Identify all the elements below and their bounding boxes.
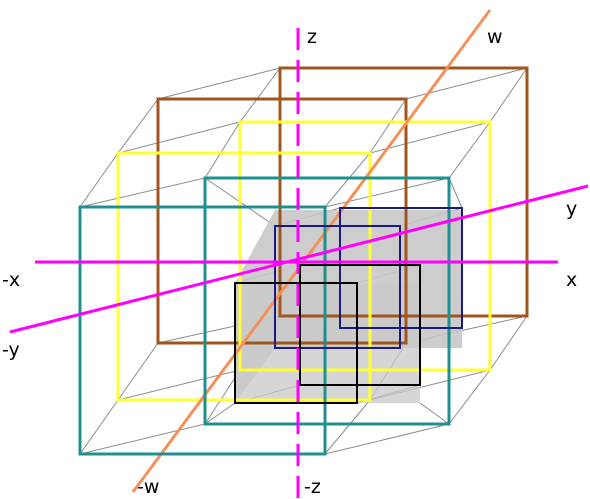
brown-cube-back-face: [278, 66, 529, 318]
yellow-cube-front-face: [116, 151, 372, 402]
connecting-edge: [79, 423, 206, 455]
connecting-edge: [79, 399, 119, 455]
yellow-cube-back-face: [238, 120, 492, 372]
connecting-edge: [448, 369, 491, 425]
connecting-edge: [117, 121, 241, 154]
label-y-negative: -y: [2, 339, 20, 361]
connecting-edge: [324, 423, 450, 455]
teal-cube-front-face: [78, 205, 327, 456]
black-cube-back-face: [299, 264, 421, 386]
label-x-positive: x: [566, 269, 577, 291]
connecting-edge: [324, 177, 450, 208]
label-z-positive: z: [307, 26, 317, 48]
label-z-negative: -z: [304, 476, 321, 498]
connecting-edge: [369, 121, 491, 154]
connecting-edge: [79, 152, 119, 208]
connecting-edge: [369, 98, 407, 154]
connecting-edge: [448, 121, 491, 179]
connecting-edge: [157, 67, 281, 100]
connecting-edge: [448, 177, 463, 209]
connecting-edge: [204, 121, 241, 179]
black-cube: [234, 264, 421, 404]
label-w-negative: -w: [137, 476, 159, 498]
connecting-edge: [239, 67, 281, 123]
w-axis: [131, 9, 492, 493]
connecting-edge: [489, 315, 528, 371]
yellow-cube: [116, 120, 492, 402]
black-cube-front-face: [234, 282, 358, 404]
connecting-edge: [117, 342, 159, 401]
label-w-positive: w: [487, 26, 503, 48]
connecting-edge: [419, 402, 450, 425]
connecting-edge: [489, 67, 528, 123]
connecting-edge: [204, 402, 236, 425]
connecting-edge: [79, 177, 206, 208]
navy-cube: [274, 207, 463, 349]
teal-cube: [78, 176, 451, 456]
connecting-edge: [117, 98, 159, 154]
teal-cube-back-face: [203, 176, 451, 426]
connecting-edge: [324, 152, 371, 208]
label-y-positive: y: [566, 198, 577, 220]
brown-cube: [156, 66, 529, 345]
y-axis: [9, 184, 589, 334]
navy-cube-front-face: [274, 225, 401, 349]
brown-cube-front-face: [156, 97, 408, 345]
connecting-edge: [324, 399, 371, 455]
label-x-negative: -x: [2, 269, 20, 291]
